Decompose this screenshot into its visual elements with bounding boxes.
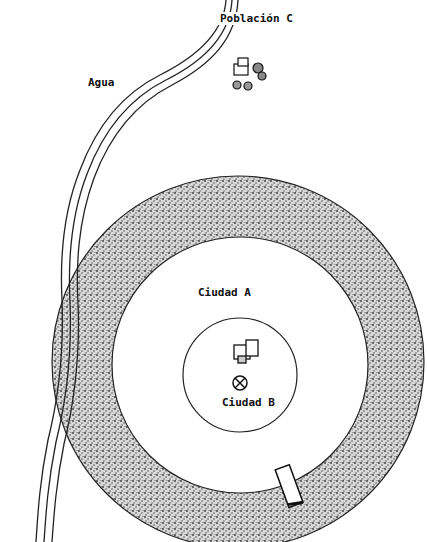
town-c-icons xyxy=(233,58,266,90)
city-b-icon xyxy=(275,465,303,508)
zone-ring xyxy=(52,176,424,542)
place-label: Agua xyxy=(86,76,117,89)
place-label: Ciudad B xyxy=(220,396,277,409)
place-label: Ciudad A xyxy=(196,286,253,299)
place-label: Población C xyxy=(218,12,295,25)
inner-circle xyxy=(183,318,297,432)
center-symbol xyxy=(233,376,247,390)
city-a-icon xyxy=(234,340,258,363)
river xyxy=(36,0,238,542)
